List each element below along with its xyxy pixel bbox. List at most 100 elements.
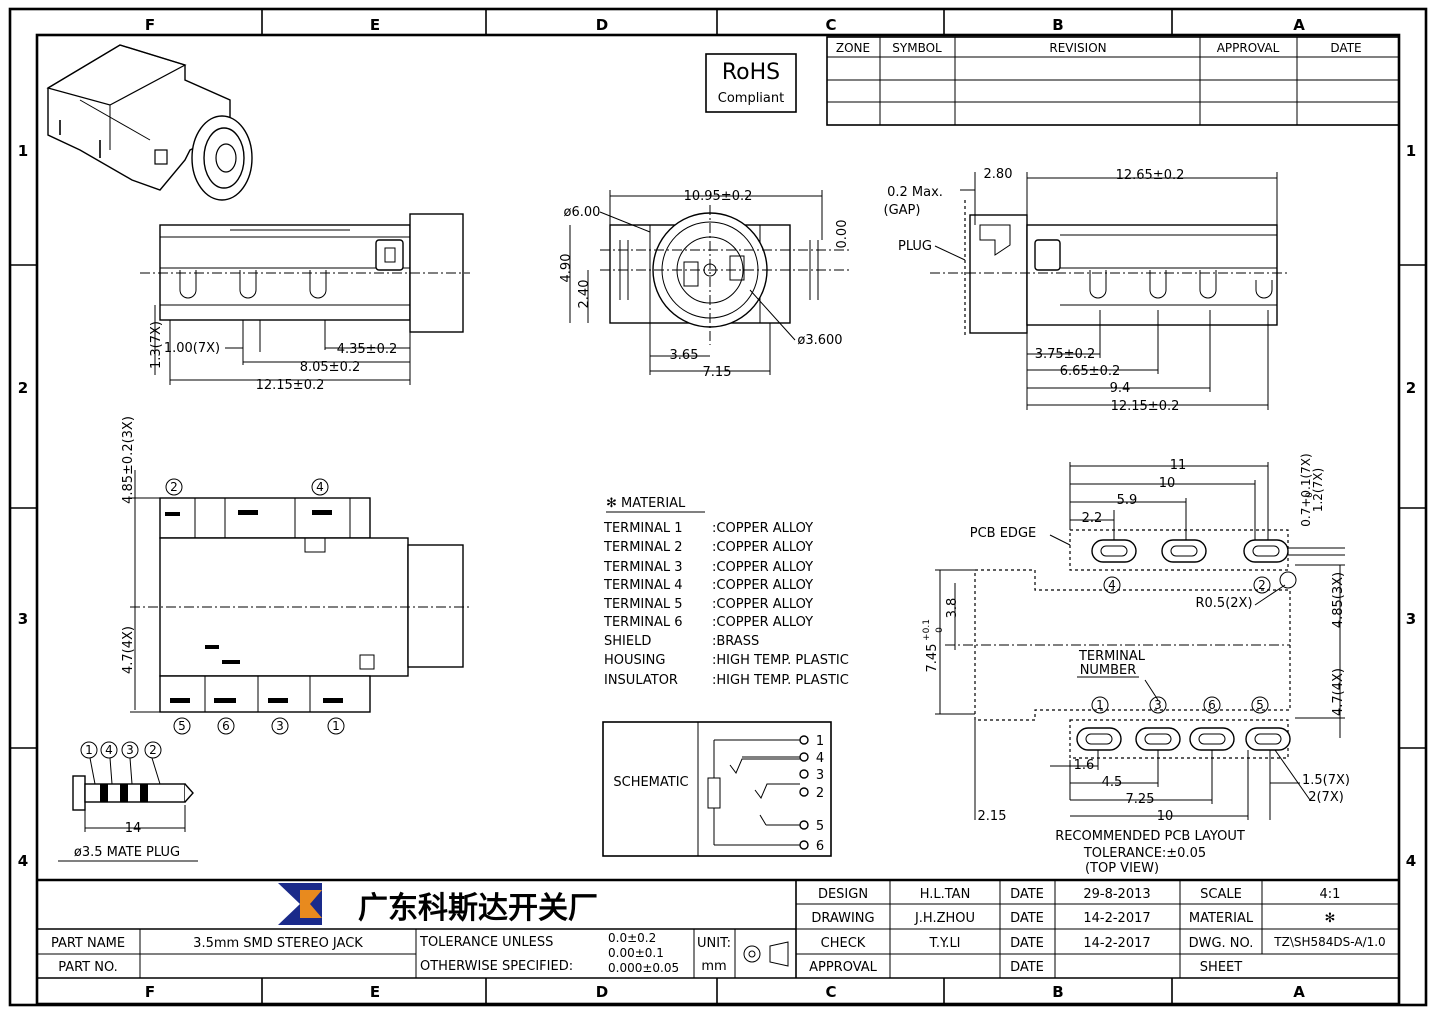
plug-label: ø3.5 MATE PLUG [74,845,180,860]
svg-text:3: 3 [126,743,134,757]
pcb-dim-22: 2.2 [1082,511,1103,526]
svg-text:6: 6 [222,719,230,733]
dim-1215b: 12.15±0.2 [1111,399,1180,414]
row-strip-right: 1 2 3 4 [1399,142,1426,870]
material-part: TERMINAL 2 [603,540,683,555]
material-part: TERMINAL 6 [603,615,683,630]
row-strip-left: 1 2 3 4 [10,142,37,870]
pcb-dim-12: 1.2(7X) [1311,468,1325,512]
dim-vert-top: 4.85±0.2(3X) [121,416,136,504]
pcb-dim-485: 4.85(3X) [1331,572,1346,628]
svg-text:4: 4 [1108,578,1116,592]
rohs-sub: Compliant [718,91,784,106]
design-date: 29-8-2013 [1083,887,1150,902]
row-label: 2 [18,379,28,397]
pcb-terminal-label-1: TERMINAL [1078,649,1146,664]
dim-height: 4.90 [559,254,574,283]
pcb-tol-a-small: 0 [1305,492,1315,498]
material-part: SHIELD [604,634,651,649]
frame-inner [35,33,1401,1006]
svg-text:1: 1 [332,719,340,733]
zone-label: B [1052,983,1063,1001]
svg-text:2: 2 [170,480,178,494]
terminal-marker: 5 [173,717,191,735]
dwg-label: DWG. NO. [1189,936,1254,951]
rev-header-symbol: SYMBOL [892,41,942,55]
dim-1215: 12.15±0.2 [256,378,325,393]
company-name: 广东科斯达开关厂 [358,891,598,926]
dwg-number: TZ\SH584DS-A/1.0 [1273,935,1385,949]
tolerance-label-1: TOLERANCE UNLESS [419,935,553,950]
tolerance-label-2: OTHERWISE SPECIFIED: [420,959,573,974]
pcb-layout: 11 10 5.9 2.2 PCB EDGE 0.7+0.1(7X) 0 1.2… [922,453,1350,876]
pcb-dim-15: 1.5(7X) [1302,773,1350,788]
plug-terminal-marker: 4 [100,741,118,759]
material-value: :COPPER ALLOY [712,578,813,593]
zone-label: D [596,16,608,34]
schematic-label: SCHEMATIC [613,775,688,790]
dim-plug-gap: 2.80 [984,167,1013,182]
material-value: :COPPER ALLOY [712,521,813,536]
pcb-pad [1161,539,1207,563]
schematic-pin: 5 [816,819,824,834]
tolerance-3: 0.000±0.05 [608,961,679,975]
svg-text:3: 3 [1154,698,1162,712]
zone-label: B [1052,16,1063,34]
rev-header-approval: APPROVAL [1217,41,1280,55]
material-part: TERMINAL 3 [603,560,683,575]
zone-label: E [370,16,380,34]
part-no-label: PART NO. [58,960,118,975]
schematic-pin: 2 [816,786,824,801]
pcb-terminal-marker: 6 [1203,696,1221,714]
svg-text:6: 6 [1208,698,1216,712]
pcb-pad [1076,727,1122,751]
plug-terminal-marker: 2 [144,741,162,759]
drawing-name: J.H.ZHOU [914,911,975,926]
pcb-dim-10b: 10 [1157,809,1174,824]
material-value: :COPPER ALLOY [712,597,813,612]
pcb-pad [1135,727,1181,751]
pcb-terminal-marker: 4 [1103,576,1121,594]
zone-label: D [596,983,608,1001]
dim-bottom-width: 7.15 [703,365,732,380]
gap-label-1: 0.2 Max. [887,185,943,200]
dim-width: 10.95±0.2 [684,189,753,204]
pcb-dim-16: 1.6 [1074,758,1095,773]
row-label: 3 [18,610,28,628]
dim-vert: 1.3(7X) [149,321,164,369]
plug-terminal-marker: 1 [80,741,98,759]
dim-pitch: 1.00(7X) [164,341,220,356]
projection-symbol-icon [743,941,789,967]
svg-text:1: 1 [85,743,93,757]
scale: 4:1 [1320,887,1341,902]
drawing-label: DRAWING [811,911,874,926]
tolerance-1: 0.0±0.2 [608,931,656,945]
svg-text:2: 2 [1258,578,1266,592]
dim-dia-outer: ø6.00 [564,205,601,220]
zone-label: C [825,16,836,34]
svg-text:5: 5 [178,719,186,733]
material-list: ✻ MATERIAL TERMINAL 1 :COPPER ALLOY TERM… [603,496,849,688]
rohs-mark: RoHS Compliant [705,53,797,113]
pcb-terminal-marker: 3 [1149,696,1167,714]
svg-text:5: 5 [1256,698,1264,712]
dim-length: 12.65±0.2 [1116,168,1185,183]
material-part: TERMINAL 5 [603,597,683,612]
sheet-label: SHEET [1200,960,1242,975]
schematic-pin: 6 [816,839,824,854]
material-value: ✻ [1325,911,1336,926]
mate-plug: 1 4 3 2 14 ø3.5 MATE PLUG [58,741,198,862]
schematic-pin: 1 [816,734,824,749]
svg-text:4: 4 [316,480,324,494]
dim-half-height: 2.40 [577,280,592,309]
dim-665: 6.65±0.2 [1060,364,1121,379]
terminal-marker: 1 [327,717,345,735]
material-part: TERMINAL 1 [603,521,683,536]
material-value: :BRASS [712,634,759,649]
terminal-marker: 4 [311,478,329,496]
zone-label: F [145,16,155,34]
pcb-terminal-marker: 5 [1251,696,1269,714]
check-label: CHECK [821,936,866,951]
pcb-dim-47: 4.7(4X) [1331,668,1346,716]
title-block: 广东科斯达开关厂 PART NAME 3.5mm SMD STEREO JACK… [37,878,1399,978]
